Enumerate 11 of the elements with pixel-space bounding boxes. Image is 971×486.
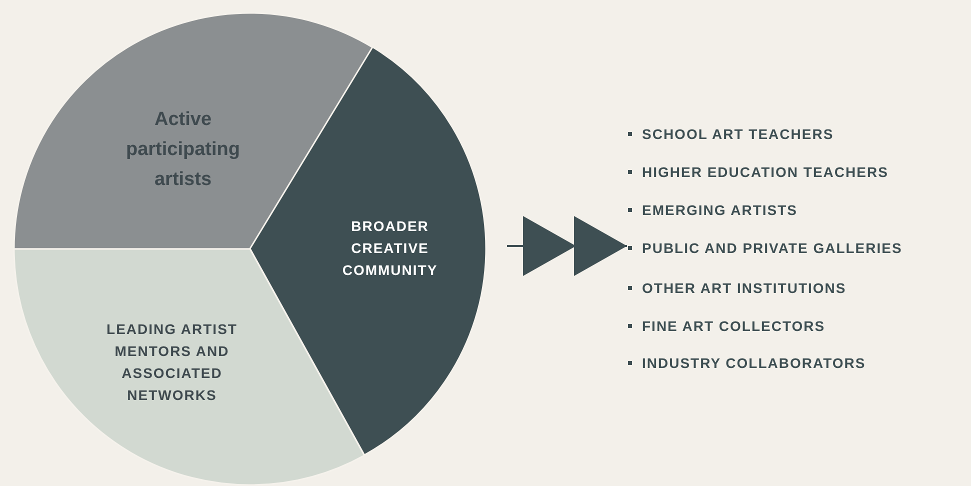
segment-label: Active participating artists (124, 108, 241, 192)
list-item: OTHER ART INSTITUTIONS (628, 279, 846, 297)
list-item: INDUSTRY COLLABORATORS (628, 354, 866, 372)
list-item: FINE ART COLLECTORS (628, 317, 826, 335)
list-item: SCHOOL ART TEACHERS (628, 125, 834, 143)
double-chevron-arrow (507, 216, 627, 276)
segment-label: LEADING ARTIST MENTORS AND ASSOCIATED NETWORKS (106, 320, 238, 405)
segment-label: BROADER CREATIVE COMMUNITY (341, 216, 439, 280)
list-item: PUBLIC AND PRIVATE GALLERIES (628, 239, 902, 257)
list-item: EMERGING ARTISTS (628, 201, 798, 219)
list-item: HIGHER EDUCATION TEACHERS (628, 163, 888, 181)
